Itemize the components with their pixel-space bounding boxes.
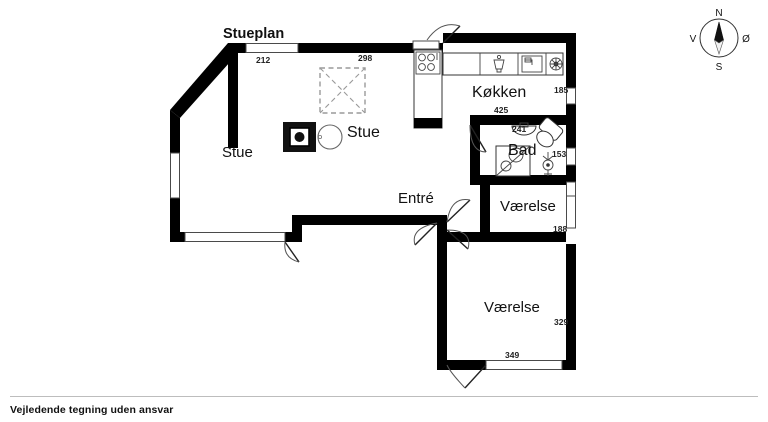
room-label-entre: Entré — [398, 190, 434, 207]
plan-title: Stueplan — [223, 26, 284, 42]
room-label-vaerelse-1: Værelse — [500, 198, 556, 215]
window-kitchen-east — [566, 87, 576, 105]
footer-disclaimer: Vejledende tegning uden ansvar — [10, 404, 174, 416]
dimension-212: 212 — [256, 55, 270, 65]
room-label-stue-left: Stue — [222, 144, 253, 161]
kitchen-sink — [521, 55, 543, 73]
toilet — [536, 117, 564, 148]
round-table — [317, 124, 343, 150]
dimension-241: 241 — [512, 124, 526, 134]
window-west-stue — [170, 152, 180, 199]
floor-drain — [542, 152, 554, 176]
hob — [549, 57, 563, 71]
window-bath-east-lower — [566, 181, 576, 197]
window-kitchen-north — [412, 40, 440, 50]
bathroom-fixtures — [495, 117, 564, 177]
shower-tray — [495, 145, 531, 177]
door-arc-entre-west — [413, 222, 438, 246]
compass-label-east: Ø — [742, 34, 750, 45]
room-label-kokken: Køkken — [472, 84, 526, 101]
room-label-vaerelse-2: Værelse — [484, 299, 540, 316]
dimension-329: 329 — [554, 317, 568, 327]
door-arc-bath — [469, 124, 487, 153]
window-top-stue — [245, 43, 299, 53]
window-bedroom2-south — [485, 360, 563, 370]
kitchen-counter-run — [442, 52, 564, 76]
door-arc-front — [446, 364, 466, 389]
door-arc-bedroom1 — [446, 198, 471, 223]
compass-label-south: S — [716, 62, 723, 73]
door-leaf-entre-west — [414, 222, 438, 246]
door-leaf-bedroom1 — [446, 199, 471, 223]
footer-divider — [10, 396, 758, 397]
doors — [284, 24, 487, 389]
compass-rose: N S V Ø — [690, 8, 750, 73]
window-south-stue — [184, 232, 286, 242]
door-arc-kitchen — [426, 24, 461, 41]
skylight — [319, 67, 366, 114]
dimension-185: 185 — [554, 85, 568, 95]
room-label-stue-right: Stue — [347, 124, 380, 141]
door-leaf-front — [464, 364, 487, 389]
window-bedroom1-east — [566, 195, 576, 229]
dimension-349: 349 — [505, 350, 519, 360]
wood-stove — [283, 122, 316, 152]
room-label-bad: Bad — [508, 142, 536, 159]
windows — [170, 40, 576, 370]
dishwasher — [493, 54, 505, 73]
door-arc-stue-south — [284, 241, 300, 263]
door-leaf-entre-east — [446, 229, 469, 250]
window-bath-east — [566, 147, 576, 166]
dimension-153: 153 — [552, 149, 566, 159]
door-leaf-stue-south — [284, 241, 300, 263]
wall-structure — [170, 33, 576, 370]
compass-label-west: V — [690, 34, 697, 45]
dimension-425: 425 — [494, 105, 508, 115]
dimension-298: 298 — [358, 53, 372, 63]
wash-basin — [511, 122, 537, 136]
cooktop-four-burner — [413, 49, 443, 129]
door-leaf-kitchen — [442, 25, 461, 44]
dimension-188: 188 — [553, 224, 567, 234]
door-leaf-bath — [469, 124, 487, 153]
door-arc-entre-east — [446, 229, 470, 250]
compass-label-north: N — [715, 8, 722, 19]
